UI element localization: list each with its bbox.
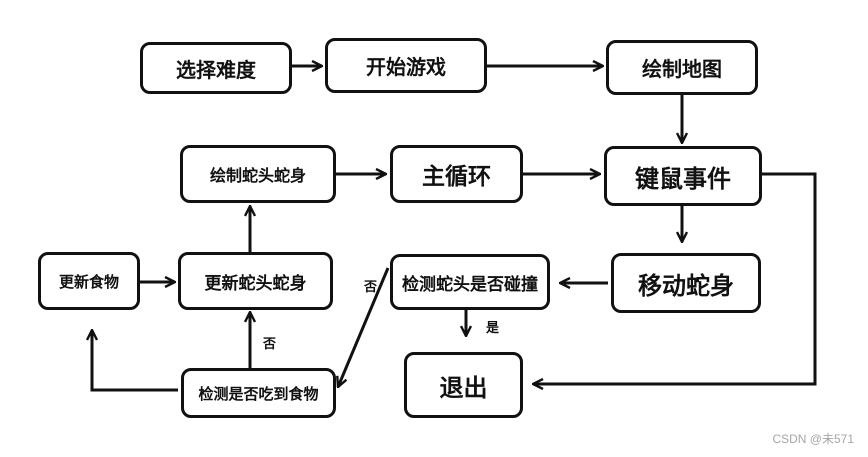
node-draw-map-label: 绘制地图: [642, 57, 722, 81]
node-update-snake-label: 更新蛇头蛇身: [204, 273, 307, 294]
node-check-eat-food-label: 检测是否吃到食物: [198, 384, 319, 403]
node-exit-label: 退出: [439, 373, 488, 402]
edge-label-no-collision: 否: [364, 280, 378, 295]
node-select-difficulty-label: 选择难度: [176, 57, 256, 82]
node-key-mouse-event-label: 键鼠事件: [635, 164, 731, 193]
edge-label-yes-collision: 是: [486, 321, 500, 336]
arrow-collision-no-to-check-food: [338, 267, 390, 387]
arrow-food-yes-to-update-food: [92, 330, 178, 392]
node-check-collision: 检测蛇头是否碰撞: [390, 254, 550, 310]
node-check-eat-food: 检测是否吃到食物: [181, 368, 336, 418]
node-select-difficulty: 选择难度: [140, 42, 292, 94]
node-draw-map: 绘制地图: [606, 40, 758, 95]
node-start-game: 开始游戏: [325, 38, 487, 93]
edge-label-no-food: 否: [263, 337, 277, 352]
node-update-snake: 更新蛇头蛇身: [178, 252, 333, 310]
node-check-collision-label: 检测蛇头是否碰撞: [402, 274, 538, 295]
node-draw-snake: 绘制蛇头蛇身: [180, 145, 336, 203]
node-main-loop-label: 主循环: [422, 164, 491, 190]
node-key-mouse-event: 键鼠事件: [604, 146, 762, 206]
node-draw-snake-label: 绘制蛇头蛇身: [209, 166, 306, 185]
watermark: CSDN @未571: [772, 432, 854, 446]
node-update-food-label: 更新食物: [58, 272, 119, 291]
node-update-food: 更新食物: [38, 252, 140, 310]
arrow-key-event-to-exit: [533, 172, 817, 384]
node-move-body: 移动蛇身: [611, 253, 761, 313]
node-main-loop: 主循环: [390, 145, 523, 203]
node-exit: 退出: [404, 352, 523, 418]
node-start-game-label: 开始游戏: [366, 55, 446, 79]
node-move-body-label: 移动蛇身: [638, 271, 734, 300]
